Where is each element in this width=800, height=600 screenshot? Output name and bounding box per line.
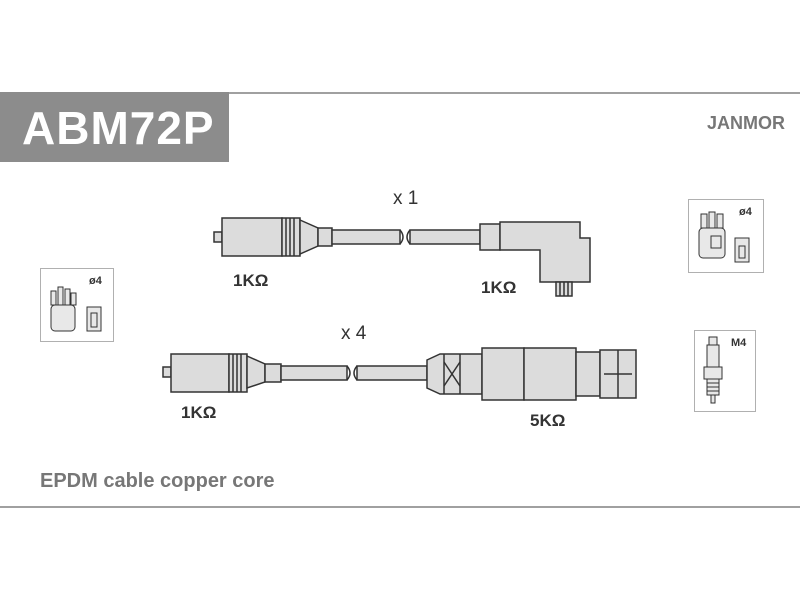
part-number: ABM72P [22, 102, 215, 154]
distributor-cap-icon [698, 211, 750, 263]
lead-1-left-resistance: 1KΩ [233, 271, 269, 290]
distributor-cap-icon-left: ø4 [40, 268, 114, 342]
distributor-top-size: ø4 [739, 206, 752, 218]
spark-plug-icon-box: M4 [694, 330, 756, 412]
lead-2-drawing [162, 347, 637, 401]
spark-plug-icon [703, 336, 723, 404]
distributor-left-size: ø4 [89, 275, 102, 287]
distributor-cap-icon-top: ø4 [688, 199, 764, 273]
part-number-box [0, 92, 229, 162]
lead-1-quantity: x 1 [393, 188, 419, 209]
cable-description: EPDM cable copper core [40, 470, 275, 492]
lead-2-quantity: x 4 [341, 323, 367, 344]
lead-1-right-resistance: 1KΩ [481, 278, 517, 297]
distributor-cap-icon [50, 286, 102, 332]
header-divider [229, 92, 800, 94]
spark-plug-thread: M4 [731, 337, 747, 349]
footer-divider [0, 506, 800, 508]
lead-2-right-resistance: 5KΩ [530, 411, 566, 430]
lead-1-drawing [213, 217, 591, 297]
lead-2-left-resistance: 1KΩ [181, 403, 217, 422]
brand-name: JANMOR [706, 113, 785, 133]
